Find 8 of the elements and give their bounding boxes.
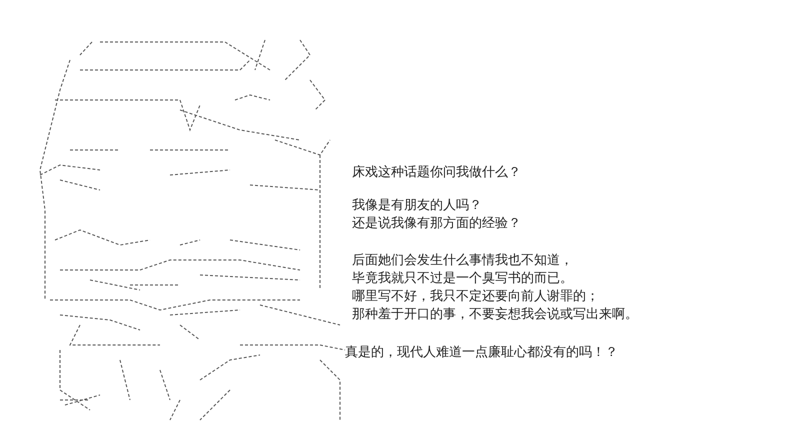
dialogue-line: 我像是有朋友的人吗？: [352, 198, 482, 214]
dialogue-line: 那种羞于开口的事，不要妄想我会说或写出来啊。: [352, 307, 638, 323]
dialogue-line: 床戏这种话题你问我做什么？: [352, 165, 521, 181]
dialogue-line: 哪里写不好，我只不定还要向前人谢罪的；: [352, 289, 599, 305]
dialogue-line: 还是说我像有那方面的经验？: [352, 216, 521, 232]
dialogue-line: 真是的，现代人难道一点廉耻心都没有的吗！？: [345, 345, 618, 361]
dialogue-line: 后面她们会发生什么事情我也不知道，: [352, 253, 573, 269]
dialogue-line: 毕竟我就只不过是一个臭写书的而已。: [352, 271, 573, 287]
